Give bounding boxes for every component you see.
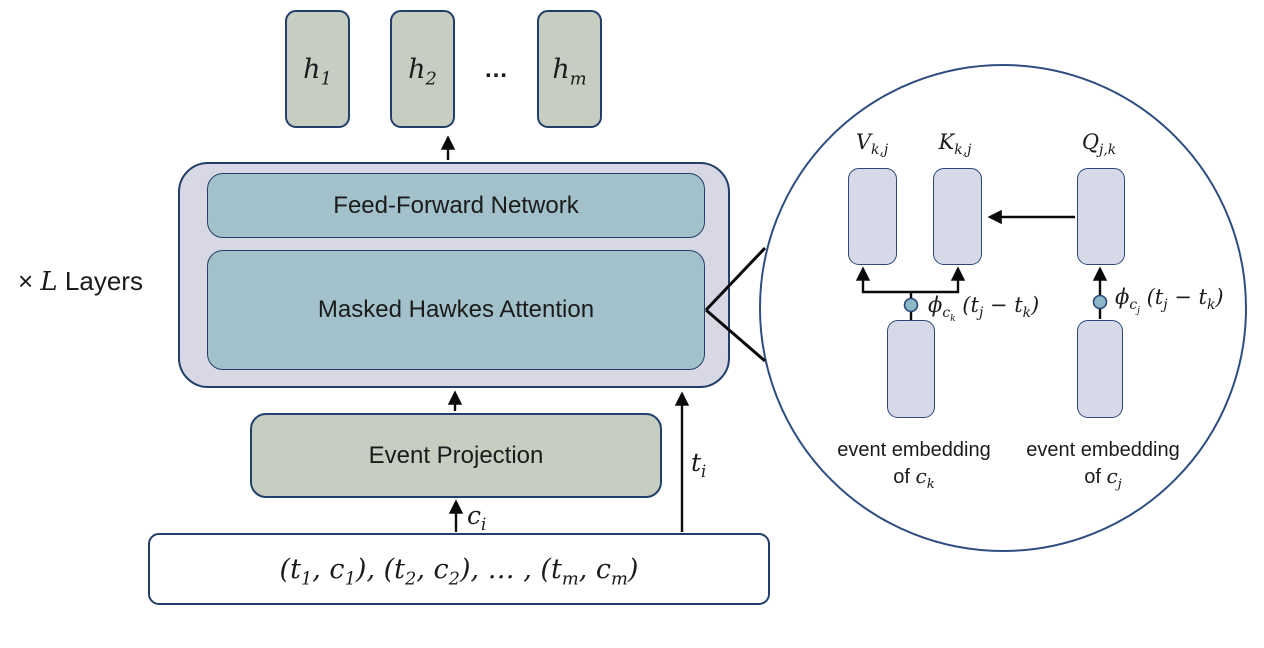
key-vector-label: Kk,j — [938, 130, 972, 159]
hidden-state-box-1: h1 — [285, 10, 350, 128]
masked-hawkes-attention-label: Masked Hawkes Attention — [317, 296, 595, 323]
feed-forward-network-label: Feed-Forward Network — [333, 191, 579, 219]
feed-forward-network-box: Feed-Forward Network — [207, 173, 705, 238]
query-vector-box — [1077, 168, 1125, 265]
value-vector-box — [848, 168, 897, 265]
hidden-state-box-2: h2 — [390, 10, 455, 128]
phi-kernel-label-ck: ϕck (tj − tk) — [928, 293, 1040, 324]
key-vector-box — [933, 168, 982, 265]
hidden-state-label-1: h1 — [303, 53, 332, 89]
event-embedding-caption-ck: event embedding of ck — [837, 439, 991, 492]
time-input-label: ti — [691, 448, 707, 481]
event-projection-label: Event Projection — [368, 441, 544, 469]
layers-multiplier-note: × L Layers — [18, 266, 143, 297]
event-embedding-box-ck — [887, 320, 935, 418]
query-vector-label: Qj,k — [1081, 130, 1117, 159]
event-embedding-box-cj — [1077, 320, 1123, 418]
hidden-state-box-m: hm — [537, 10, 602, 128]
value-vector-label: Vk,j — [855, 130, 889, 159]
input-sequence-formula: (t1, c1), (t2, c2), … , (tm, cm) — [279, 553, 639, 589]
hidden-state-ellipsis: … — [484, 56, 508, 83]
phi-kernel-label-cj: ϕcj (tj − tk) — [1115, 285, 1224, 316]
category-input-label: ci — [467, 501, 487, 534]
hidden-state-label-m: hm — [552, 53, 587, 89]
event-projection-box: Event Projection — [250, 413, 662, 498]
hidden-state-label-2: h2 — [408, 53, 437, 89]
masked-hawkes-attention-box: Masked Hawkes Attention — [207, 250, 705, 370]
input-sequence-box: (t1, c1), (t2, c2), … , (tm, cm) — [148, 533, 770, 605]
event-embedding-caption-cj: event embedding of cj — [1026, 439, 1180, 492]
